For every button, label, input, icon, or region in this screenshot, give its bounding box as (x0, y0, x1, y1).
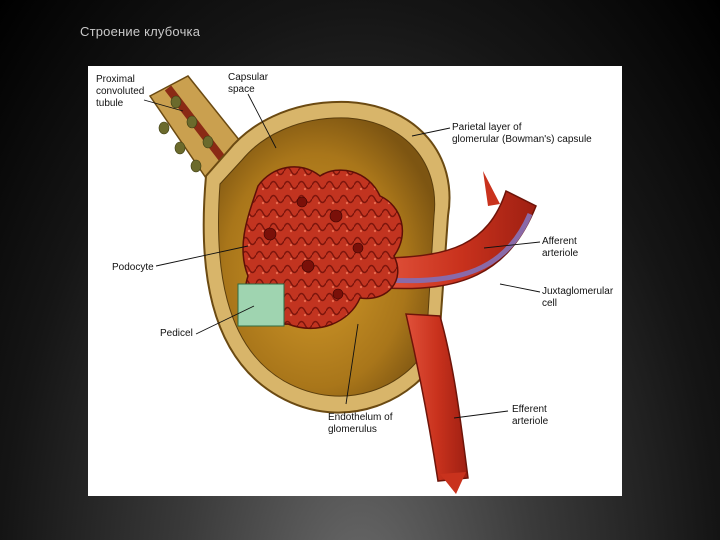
slide-title: Строение клубочка (80, 24, 201, 39)
label-juxtaglomerular-cell-line1: Juxtaglomerular (542, 286, 614, 297)
label-endothelium-line1: Endothelum of (328, 412, 393, 423)
label-afferent-arteriole: Afferent arteriole (542, 236, 578, 260)
label-juxtaglomerular-cell: Juxtaglomerular cell (542, 286, 613, 310)
label-capsular-space-line2: space (228, 84, 255, 95)
glomerulus-illustration (143, 75, 541, 494)
glomerulus-figure: Proximal convoluted tubule Capsular spac… (88, 66, 622, 496)
label-proximal-tubule-line2: convoluted (96, 86, 145, 97)
label-afferent-arteriole-line1: Afferent (542, 236, 577, 247)
afferent-arrow-icon (483, 171, 500, 206)
efferent-arteriole (405, 313, 469, 482)
pedicel-inset (237, 283, 285, 327)
label-pedicel: Pedicel (160, 328, 193, 340)
label-endothelium-line2: glomerulus (328, 424, 377, 435)
efferent-arrow-icon (440, 472, 466, 494)
label-proximal-tubule-line3: tubule (96, 98, 124, 109)
label-proximal-tubule: Proximal convoluted tubule (96, 74, 144, 110)
label-efferent-arteriole-line1: Efferent (512, 404, 547, 415)
label-parietal-layer: Parietal layer of glomerular (Bowman's) … (452, 122, 592, 146)
label-efferent-arteriole-line2: arteriole (512, 416, 549, 427)
label-podocyte-line1: Podocyte (112, 262, 154, 273)
label-parietal-layer-line2: glomerular (Bowman's) capsule (452, 134, 592, 145)
label-efferent-arteriole: Efferent arteriole (512, 404, 548, 428)
label-capsular-space-line1: Capsular (228, 72, 269, 83)
label-pedicel-line1: Pedicel (160, 328, 193, 339)
label-parietal-layer-line1: Parietal layer of (452, 122, 522, 133)
label-podocyte: Podocyte (112, 262, 154, 274)
label-capsular-space: Capsular space (228, 72, 268, 96)
label-endothelium: Endothelum of glomerulus (328, 412, 393, 436)
label-juxtaglomerular-cell-line2: cell (542, 298, 558, 309)
label-afferent-arteriole-line2: arteriole (542, 248, 579, 259)
leader-lines (143, 93, 541, 419)
label-proximal-tubule-line1: Proximal (96, 74, 135, 85)
juxtaglomerular-cells (387, 213, 533, 284)
